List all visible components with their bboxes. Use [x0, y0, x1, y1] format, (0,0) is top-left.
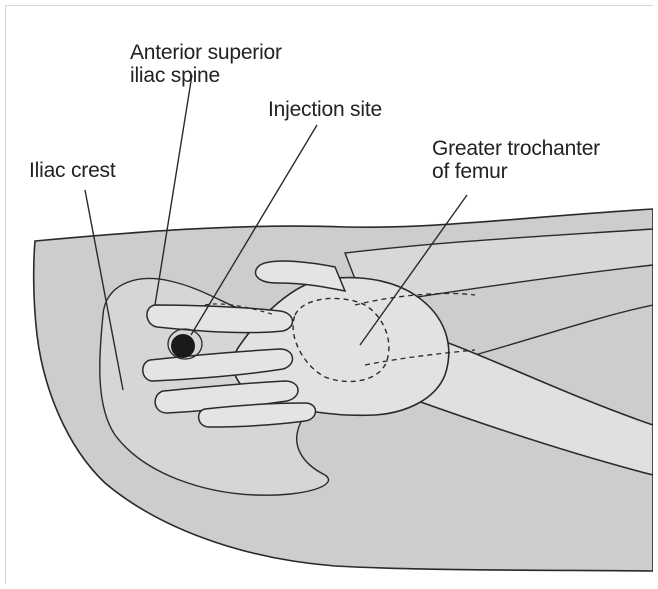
label-gt-line2: of femur [432, 160, 600, 183]
label-greater-trochanter: Greater trochanter of femur [432, 137, 600, 183]
label-anterior-superior-iliac-spine: Anterior superior iliac spine [130, 41, 282, 87]
diagram-frame: Anterior superior iliac spine Injection … [5, 5, 653, 584]
ventrogluteal-illustration [5, 5, 653, 584]
label-asis-line2: iliac spine [130, 64, 282, 87]
label-gt-line1: Greater trochanter [432, 137, 600, 160]
label-injection-site: Injection site [268, 98, 382, 121]
injection-site-marker [171, 334, 195, 358]
label-iliac-crest: Iliac crest [29, 159, 116, 182]
label-asis-line1: Anterior superior [130, 41, 282, 64]
